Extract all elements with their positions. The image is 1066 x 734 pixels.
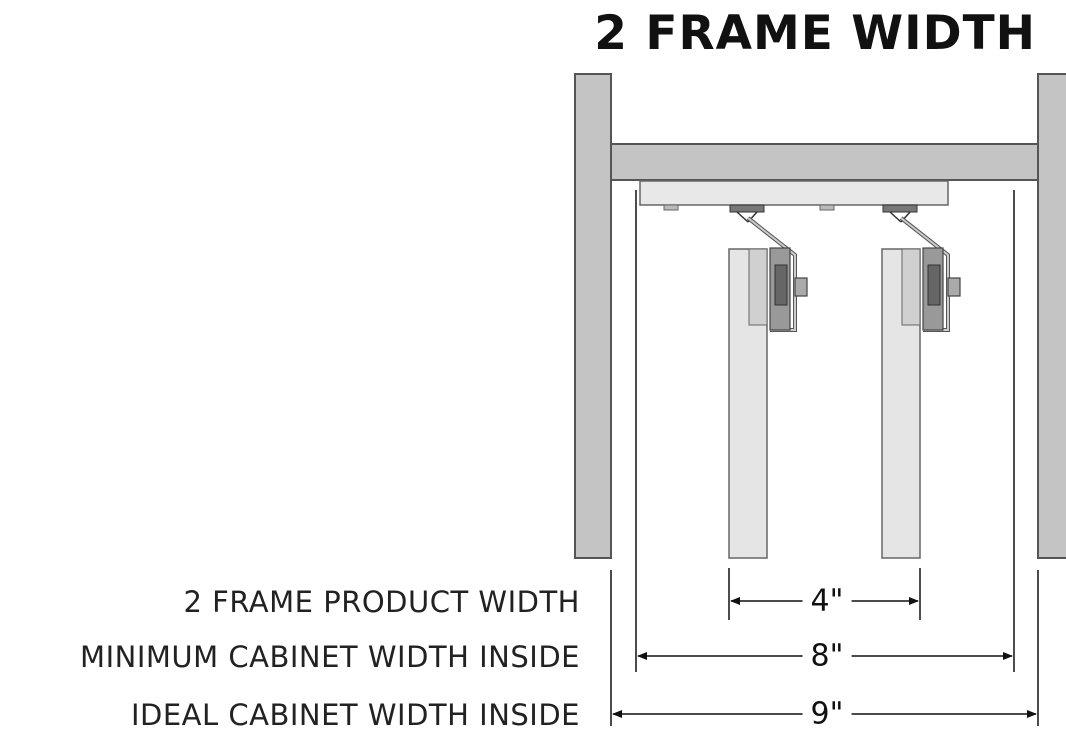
- label-minimum-cabinet-width: MINIMUM CABINET WIDTH INSIDE: [80, 640, 580, 674]
- hanger-bracket-right: [882, 204, 961, 332]
- cabinet-top: [610, 143, 1039, 181]
- label-product-width: 2 FRAME PRODUCT WIDTH: [183, 585, 580, 619]
- value-minimum-cabinet-width: 8": [802, 638, 852, 674]
- frame-panel-right-edge: [901, 248, 921, 326]
- frame-panel-left-edge: [748, 248, 768, 326]
- value-ideal-cabinet-width: 9": [802, 696, 852, 732]
- diagram-title: 2 FRAME WIDTH: [594, 6, 1036, 61]
- label-ideal-cabinet-width: IDEAL CABINET WIDTH INSIDE: [130, 698, 580, 732]
- top-mounting-rail: [639, 180, 949, 206]
- rail-foot-left: [663, 204, 679, 211]
- value-product-width: 4": [802, 583, 852, 619]
- hanger-bracket-left: [729, 204, 808, 332]
- cabinet-right-wall: [1037, 73, 1066, 559]
- rail-foot-right: [819, 204, 835, 211]
- cabinet-left-wall: [574, 73, 612, 559]
